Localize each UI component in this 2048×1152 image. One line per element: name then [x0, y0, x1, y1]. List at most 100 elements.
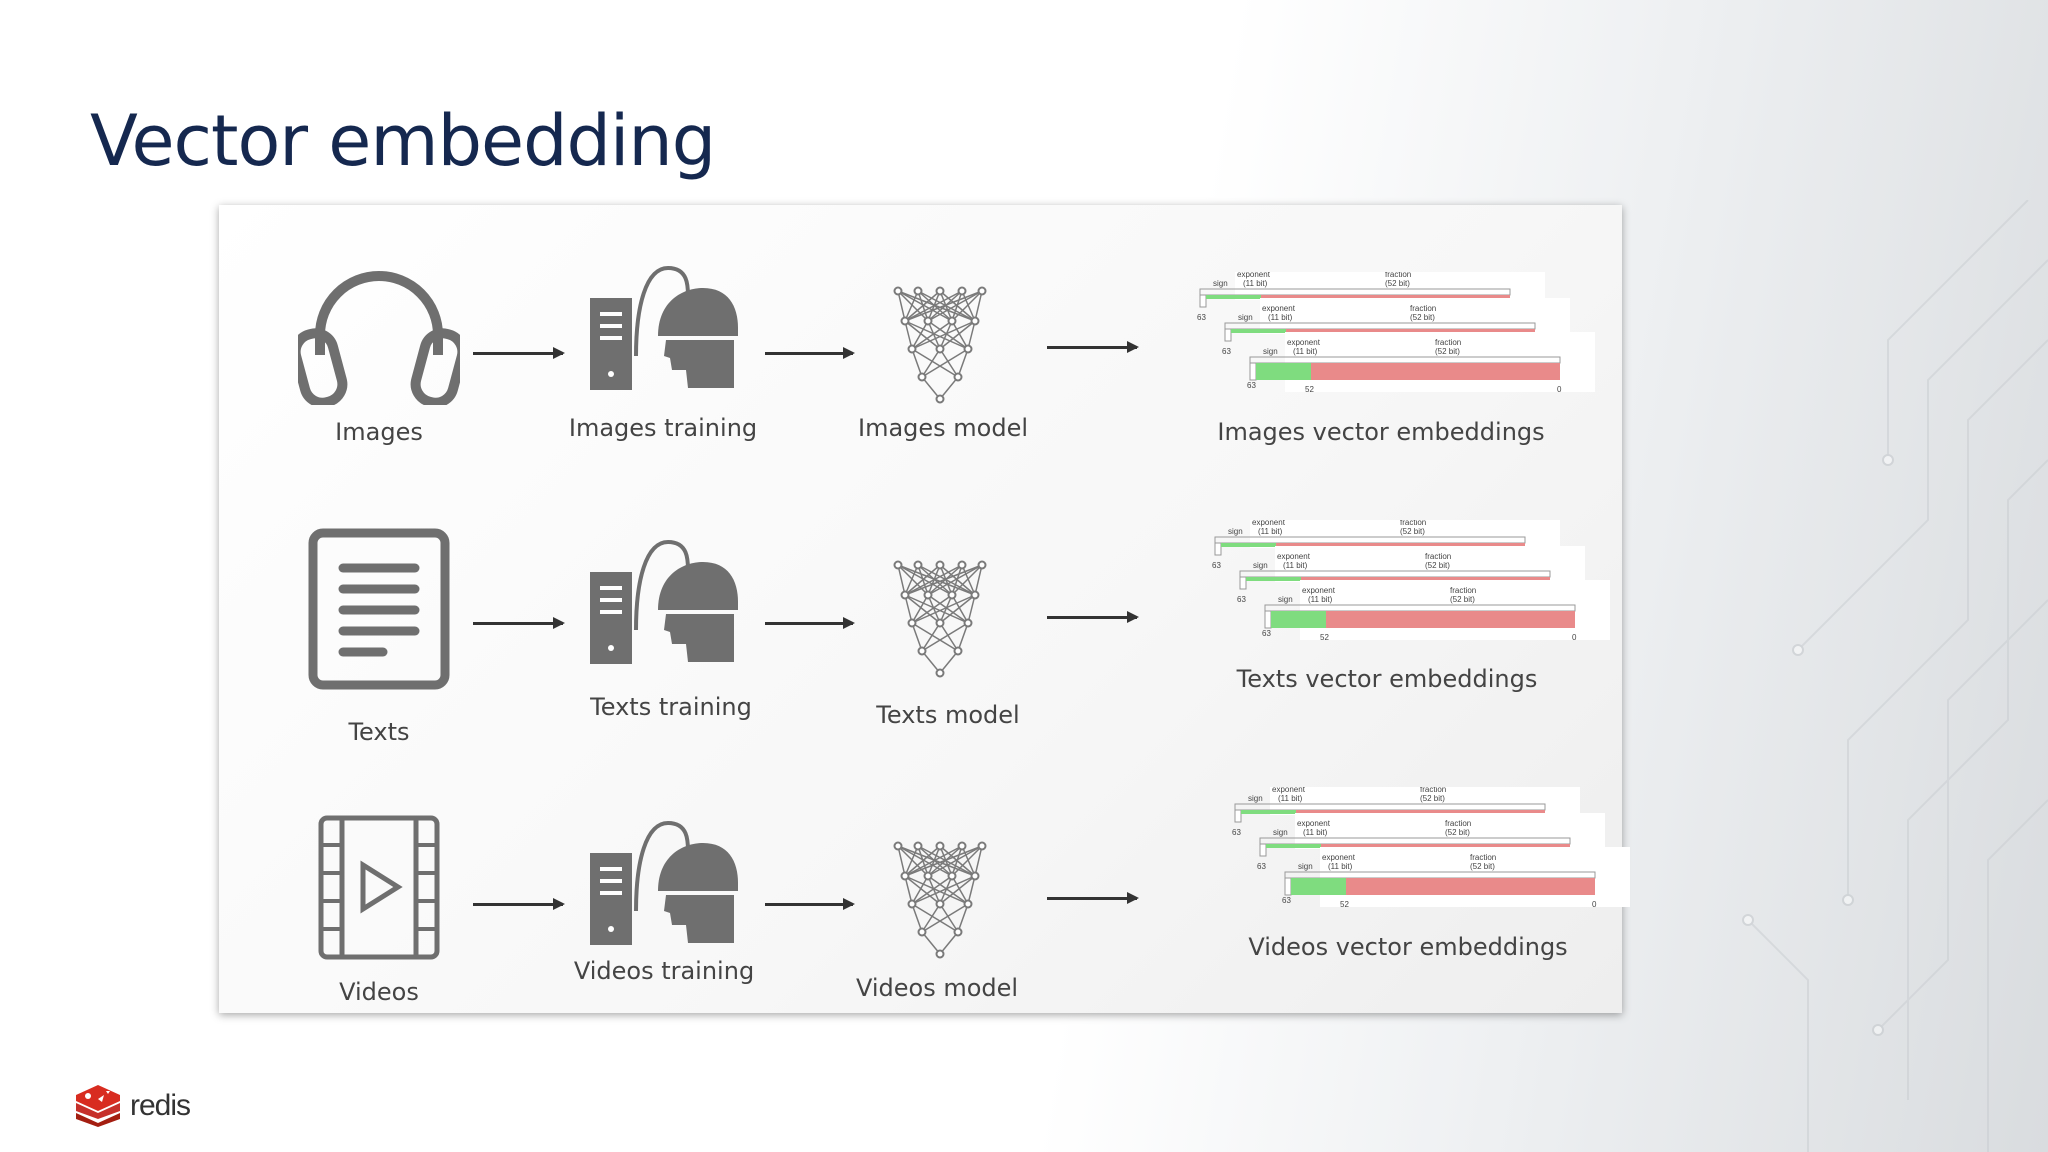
- svg-text:sign: sign: [1298, 862, 1313, 871]
- float64-strip: sign exponent(11 bit) fraction(52 bit) 6…: [1282, 847, 1630, 909]
- row-videos-training-label: Videos training: [573, 957, 755, 985]
- svg-text:exponent: exponent: [1262, 304, 1296, 313]
- svg-text:exponent: exponent: [1252, 520, 1286, 527]
- flow-arrow: [765, 898, 855, 910]
- float64-strip: sign exponent(11 bit) fraction(52 bit) 6…: [1262, 580, 1610, 642]
- row-videos-model-label: Videos model: [855, 974, 1019, 1002]
- svg-text:(52 bit): (52 bit): [1410, 313, 1435, 322]
- svg-text:63: 63: [1237, 595, 1246, 604]
- svg-text:(11 bit): (11 bit): [1303, 828, 1328, 837]
- float64-strip: sign exponent(11 bit) fraction(52 bit) 6…: [1247, 332, 1595, 394]
- svg-text:fraction: fraction: [1400, 520, 1426, 527]
- float64-strip: sign exponent(11 bit) fraction(52 bit) 6…: [1212, 520, 1560, 570]
- svg-text:(52 bit): (52 bit): [1470, 862, 1495, 871]
- neural-network-icon: [893, 560, 987, 678]
- svg-text:63: 63: [1282, 896, 1291, 905]
- svg-text:fraction: fraction: [1435, 338, 1461, 347]
- svg-text:(11 bit): (11 bit): [1328, 862, 1353, 871]
- float64-strip: sign exponent(11 bit) fraction(52 bit) 6…: [1257, 813, 1605, 871]
- flow-arrow: [765, 617, 855, 629]
- svg-text:exponent: exponent: [1322, 853, 1356, 862]
- circuit-background: [1742, 200, 2048, 1152]
- svg-text:(11 bit): (11 bit): [1308, 595, 1333, 604]
- flow-arrow: [1047, 892, 1139, 904]
- svg-text:fraction: fraction: [1420, 787, 1446, 794]
- svg-text:sign: sign: [1248, 794, 1263, 803]
- row-texts-embeddings-label: Texts vector embeddings: [1236, 665, 1538, 693]
- svg-text:sign: sign: [1278, 595, 1293, 604]
- row-images-model-label: Images model: [857, 414, 1029, 442]
- document-icon: [308, 528, 450, 690]
- svg-text:(11 bit): (11 bit): [1243, 279, 1268, 288]
- svg-text:exponent: exponent: [1297, 819, 1331, 828]
- svg-text:fraction: fraction: [1445, 819, 1471, 828]
- row-images-source-label: Images: [335, 418, 423, 446]
- svg-text:(52 bit): (52 bit): [1450, 595, 1475, 604]
- svg-text:(52 bit): (52 bit): [1445, 828, 1470, 837]
- slide-title: Vector embedding: [90, 100, 716, 182]
- svg-text:exponent: exponent: [1272, 787, 1306, 794]
- flow-arrow: [765, 347, 855, 359]
- svg-text:63: 63: [1222, 347, 1231, 356]
- svg-text:63: 63: [1232, 828, 1241, 837]
- svg-text:52: 52: [1305, 385, 1314, 394]
- redis-logo: redis: [74, 1085, 191, 1127]
- svg-text:exponent: exponent: [1302, 586, 1336, 595]
- row-texts-model-label: Texts model: [876, 701, 1020, 729]
- svg-text:(52 bit): (52 bit): [1400, 527, 1425, 536]
- flow-arrow: [1047, 341, 1139, 353]
- training-server-head-icon: [590, 821, 738, 945]
- svg-text:(11 bit): (11 bit): [1283, 561, 1308, 570]
- film-icon: [318, 815, 440, 960]
- svg-text:exponent: exponent: [1287, 338, 1321, 347]
- svg-text:exponent: exponent: [1277, 552, 1311, 561]
- flow-arrow: [473, 898, 565, 910]
- bit-layout-diagram: sign exponent(11 bit) fraction(52 bit) 6…: [1197, 272, 1595, 394]
- neural-network-icon: [893, 841, 987, 959]
- svg-text:fraction: fraction: [1425, 552, 1451, 561]
- svg-text:(52 bit): (52 bit): [1435, 347, 1460, 356]
- svg-text:0: 0: [1592, 900, 1597, 909]
- svg-text:sign: sign: [1273, 828, 1288, 837]
- row-texts-source-label: Texts: [348, 718, 410, 746]
- svg-text:63: 63: [1262, 629, 1271, 638]
- row-images-training-label: Images training: [568, 414, 758, 442]
- svg-text:(52 bit): (52 bit): [1425, 561, 1450, 570]
- svg-text:(52 bit): (52 bit): [1420, 794, 1445, 803]
- svg-text:fraction: fraction: [1410, 304, 1436, 313]
- svg-text:52: 52: [1340, 900, 1349, 909]
- svg-text:fraction: fraction: [1470, 853, 1496, 862]
- svg-text:sign: sign: [1253, 561, 1268, 570]
- row-images-embeddings-label: Images vector embeddings: [1217, 418, 1545, 446]
- flow-arrow: [473, 347, 565, 359]
- svg-text:sign: sign: [1263, 347, 1278, 356]
- svg-text:sign: sign: [1213, 279, 1228, 288]
- float64-strip: sign exponent(11 bit) fraction(52 bit) 6…: [1232, 787, 1580, 837]
- svg-text:sign: sign: [1238, 313, 1253, 322]
- svg-text:(11 bit): (11 bit): [1268, 313, 1293, 322]
- svg-text:(11 bit): (11 bit): [1278, 794, 1303, 803]
- redis-wordmark: redis: [130, 1089, 191, 1122]
- redis-logo-icon: [76, 1085, 120, 1127]
- svg-text:(52 bit): (52 bit): [1385, 279, 1410, 288]
- flow-arrow: [1047, 611, 1139, 623]
- row-videos-embeddings-label: Videos vector embeddings: [1248, 933, 1568, 961]
- svg-text:63: 63: [1247, 381, 1256, 390]
- svg-text:63: 63: [1257, 862, 1266, 871]
- training-server-head-icon: [590, 540, 738, 664]
- flow-arrow: [473, 617, 565, 629]
- svg-text:52: 52: [1320, 633, 1329, 642]
- row-texts-training-label: Texts training: [590, 693, 752, 721]
- headphones-icon: [298, 271, 460, 405]
- svg-text:63: 63: [1197, 313, 1206, 322]
- svg-text:63: 63: [1212, 561, 1221, 570]
- svg-text:exponent: exponent: [1237, 272, 1271, 279]
- float64-strip: sign exponent(11 bit) fraction(52 bit) 6…: [1237, 546, 1585, 604]
- svg-text:0: 0: [1572, 633, 1577, 642]
- bit-layout-diagram: sign exponent(11 bit) fraction(52 bit) 6…: [1232, 787, 1630, 909]
- svg-text:0: 0: [1557, 385, 1562, 394]
- training-server-head-icon: [590, 266, 738, 390]
- float64-strip: sign exponent(11 bit) fraction(52 bit) 6…: [1197, 272, 1545, 322]
- svg-text:(11 bit): (11 bit): [1293, 347, 1318, 356]
- neural-network-icon: [893, 286, 987, 404]
